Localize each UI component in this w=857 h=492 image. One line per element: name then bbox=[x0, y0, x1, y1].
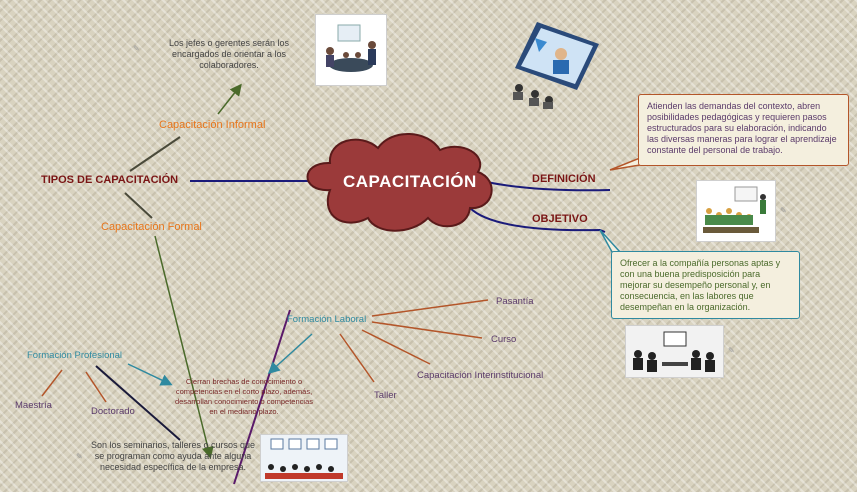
doctorado-label[interactable]: Doctorado bbox=[91, 406, 135, 417]
taller-label[interactable]: Taller bbox=[374, 390, 397, 401]
formal-note-bullet: ✎ bbox=[76, 452, 83, 461]
meeting-image bbox=[315, 14, 387, 86]
connector-tipos-informal bbox=[129, 136, 181, 172]
callout-definicion-pointer bbox=[609, 156, 641, 171]
divider-line bbox=[233, 309, 291, 485]
maestria-label[interactable]: Maestría bbox=[15, 400, 52, 411]
informal-label[interactable]: Capacitación Informal bbox=[159, 119, 266, 131]
profesional-label[interactable]: Formación Profesional bbox=[27, 350, 123, 361]
connector-tipos-formal bbox=[124, 192, 153, 219]
training-group-image bbox=[696, 180, 776, 242]
laboral-label[interactable]: Formación Laboral bbox=[287, 314, 367, 325]
presentation-image bbox=[625, 325, 724, 378]
connector-laboral-taller bbox=[339, 333, 375, 383]
definicion-text: Atienden las demandas del contexto, abre… bbox=[647, 101, 837, 155]
arrow-informal-note bbox=[217, 83, 242, 115]
connector-laboral-curso bbox=[371, 321, 483, 339]
center-label[interactable]: CAPACITACIÓN bbox=[343, 172, 477, 191]
presentation-bullet: ✎ bbox=[728, 346, 735, 355]
arrow-formal-note bbox=[154, 235, 214, 459]
connector-center-objetivo bbox=[469, 207, 606, 233]
seminar-image bbox=[260, 434, 348, 482]
informal-note-bullet: ✎ bbox=[133, 44, 140, 53]
informal-note: Los jefes o gerentes serán los encargado… bbox=[168, 38, 290, 70]
connector-laboral-pasantia bbox=[371, 299, 489, 317]
connector-profesional-seminarios bbox=[95, 365, 181, 441]
connector-profesional-maestria bbox=[41, 369, 63, 397]
tipos-label[interactable]: TIPOS DE CAPACITACIÓN bbox=[41, 174, 179, 186]
central-cloud-node bbox=[306, 133, 493, 232]
connector-profesional-doctorado bbox=[85, 371, 107, 403]
definicion-callout: Atienden las demandas del contexto, abre… bbox=[638, 94, 849, 166]
connector-laboral-interinstitucional bbox=[361, 329, 431, 365]
formal-note: Son los seminarios, talleres o cursos qu… bbox=[90, 440, 256, 472]
callout-objetivo-pointer bbox=[599, 229, 622, 253]
arrow-laboral-brechas bbox=[267, 333, 313, 375]
online-class-image bbox=[499, 18, 603, 110]
training-group-bullet: ✎ bbox=[780, 206, 787, 215]
objetivo-callout: Ofrecer a la compañía personas aptas y c… bbox=[611, 251, 800, 319]
brechas-note: Cierran brechas de conocimiento o compet… bbox=[175, 377, 313, 416]
arrow-profesional-brechas bbox=[127, 363, 173, 386]
curso-label[interactable]: Curso bbox=[491, 334, 517, 345]
objetivo-text: Ofrecer a la compañía personas aptas y c… bbox=[620, 258, 781, 312]
interinstitucional-label[interactable]: Capacitación Interinstitucional bbox=[417, 370, 544, 381]
objetivo-label[interactable]: OBJETIVO bbox=[532, 213, 588, 225]
pasantia-label[interactable]: Pasantía bbox=[496, 296, 534, 307]
formal-label[interactable]: Capacitación Formal bbox=[101, 221, 202, 233]
definicion-label[interactable]: DEFINICIÓN bbox=[532, 173, 596, 185]
